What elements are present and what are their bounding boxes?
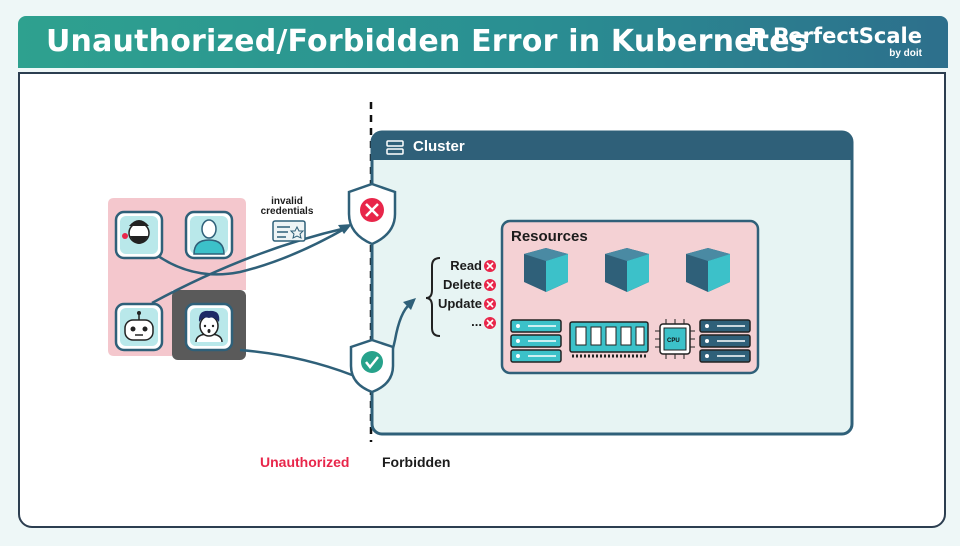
cube-icon — [524, 248, 568, 292]
invalid-credentials-label: invalid credentials — [252, 197, 322, 217]
arrow-head — [403, 298, 416, 310]
shield-allow-icon — [349, 338, 395, 394]
page-title: Unauthorized/Forbidden Error in Kubernet… — [46, 24, 808, 59]
robot-icon — [114, 302, 164, 352]
user-bearded-icon — [114, 210, 164, 260]
invalid-credentials-line-2: credentials — [260, 206, 314, 217]
zone-unauthorized-label: Unauthorized — [260, 454, 350, 470]
cluster-header — [372, 132, 852, 160]
user-admin-icon — [184, 210, 234, 260]
cube-icon — [686, 248, 730, 292]
perfectscale-logo-icon — [749, 28, 765, 46]
credential-card-icon — [272, 220, 306, 242]
server-list-icon — [386, 140, 404, 155]
shield-deny-icon — [347, 182, 397, 246]
brand-subtitle: by doit — [889, 48, 922, 59]
zone-forbidden-label: Forbidden — [382, 454, 451, 470]
deny-marker-icon — [484, 317, 496, 329]
deny-marker-icon — [484, 260, 496, 272]
server-rack-icon — [699, 319, 751, 363]
deny-marker-icon — [484, 279, 496, 291]
permission-more: ... — [471, 314, 482, 329]
cluster-label: Cluster — [413, 138, 465, 155]
header-bar: Unauthorized/Forbidden Error in Kubernet… — [18, 16, 948, 68]
brand: PerfectScale by doit — [749, 24, 922, 60]
cube-icon — [605, 248, 649, 292]
invalid-credentials-line-1: invalid — [271, 196, 303, 207]
arrow-head — [338, 224, 352, 234]
brand-name: PerfectScale — [772, 24, 922, 48]
resources-label: Resources — [511, 228, 588, 245]
memory-icon — [569, 321, 649, 358]
permission-read: Read — [450, 258, 482, 273]
deny-marker-icon — [484, 298, 496, 310]
permission-update: Update — [437, 296, 482, 311]
arrow-user-2 — [151, 226, 347, 305]
user-curly-icon — [184, 302, 234, 352]
server-rack-icon — [510, 319, 562, 363]
arrow-user-1 — [149, 226, 347, 276]
cpu-icon — [655, 319, 695, 359]
cpu-label: CPU — [667, 338, 680, 344]
permission-brace — [425, 257, 441, 337]
permission-delete: Delete — [442, 277, 482, 292]
